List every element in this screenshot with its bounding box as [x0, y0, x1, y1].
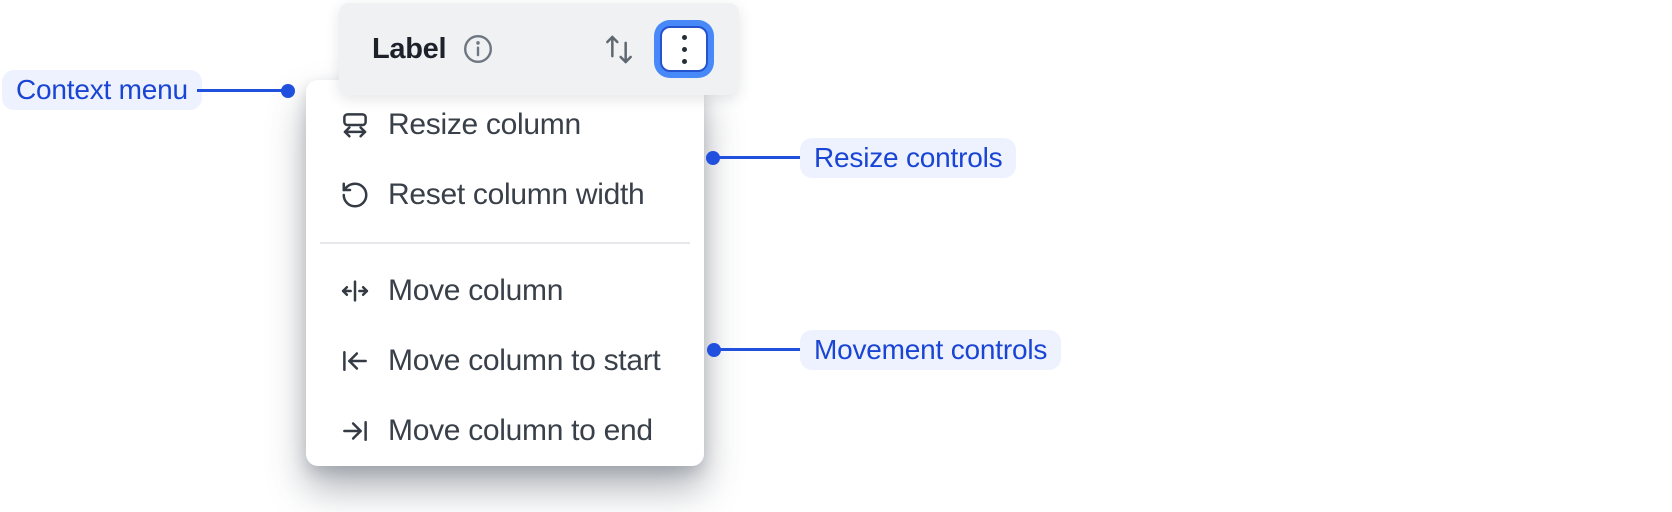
column-header: Label [339, 3, 739, 95]
annotation-line [197, 89, 282, 92]
annotation-label: Movement controls [814, 334, 1048, 365]
annotation-dot [281, 84, 295, 98]
annotation-resize-controls: Resize controls [800, 138, 1017, 178]
resize-column-icon [340, 110, 370, 140]
menu-item-label: Move column [388, 274, 564, 307]
menu-divider [320, 242, 690, 244]
kebab-dot [681, 34, 687, 40]
annotation-line [713, 156, 800, 159]
annotation-line [714, 348, 800, 351]
menu-item-move-column-to-end[interactable]: Move column to end [306, 396, 704, 466]
reset-column-width-icon [340, 180, 370, 210]
menu-item-reset-column-width[interactable]: Reset column width [306, 160, 704, 230]
annotation-movement-controls: Movement controls [800, 330, 1062, 370]
menu-item-move-column[interactable]: Move column [306, 256, 704, 326]
column-title: Label [372, 32, 447, 65]
sort-arrows-icon[interactable] [604, 31, 634, 68]
annotation-context-menu: Context menu [2, 70, 202, 110]
focus-ring [654, 20, 714, 78]
menu-item-label: Reset column width [388, 178, 645, 211]
kebab-dot [681, 46, 687, 52]
menu-item-resize-column[interactable]: Resize column [306, 90, 704, 160]
column-menu-button[interactable] [660, 26, 708, 72]
kebab-dot [681, 58, 687, 64]
column-context-menu: Resize column Reset column width Move co… [306, 80, 704, 466]
menu-item-move-column-to-start[interactable]: Move column to start [306, 326, 704, 396]
move-column-icon [340, 276, 370, 306]
menu-item-label: Move column to start [388, 344, 661, 377]
annotation-label: Context menu [16, 74, 188, 105]
menu-item-label: Resize column [388, 108, 581, 141]
annotation-label: Resize controls [814, 142, 1003, 173]
move-column-to-end-icon [340, 416, 370, 446]
menu-item-label: Move column to end [388, 414, 653, 447]
move-column-to-start-icon [340, 346, 370, 376]
info-icon[interactable] [462, 33, 494, 65]
